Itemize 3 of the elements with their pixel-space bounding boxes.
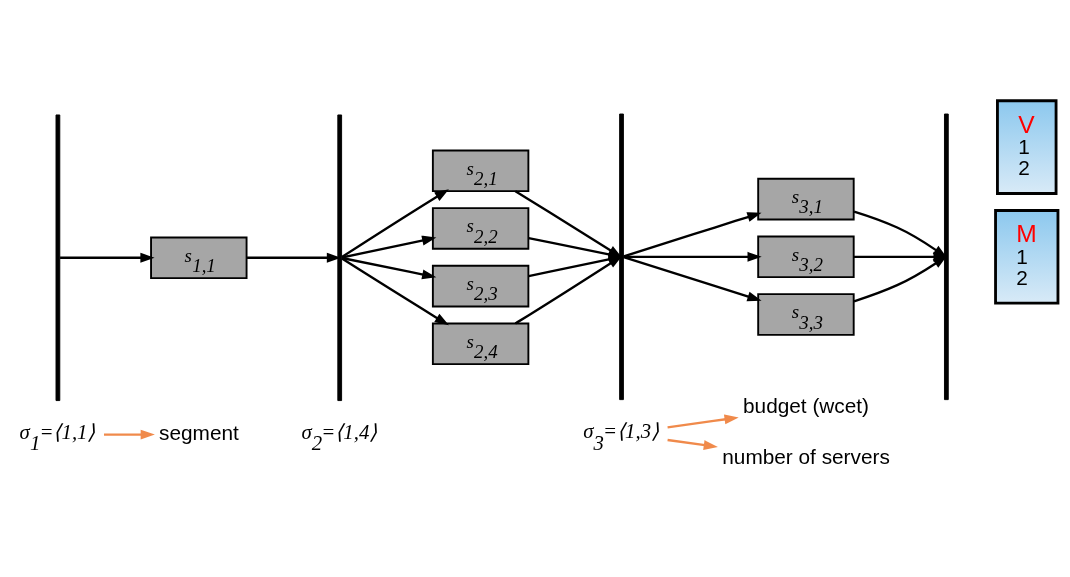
node-text: number of servers <box>722 445 890 469</box>
node-text: budget (wcet) <box>743 394 870 418</box>
node-text: segment <box>159 420 239 444</box>
